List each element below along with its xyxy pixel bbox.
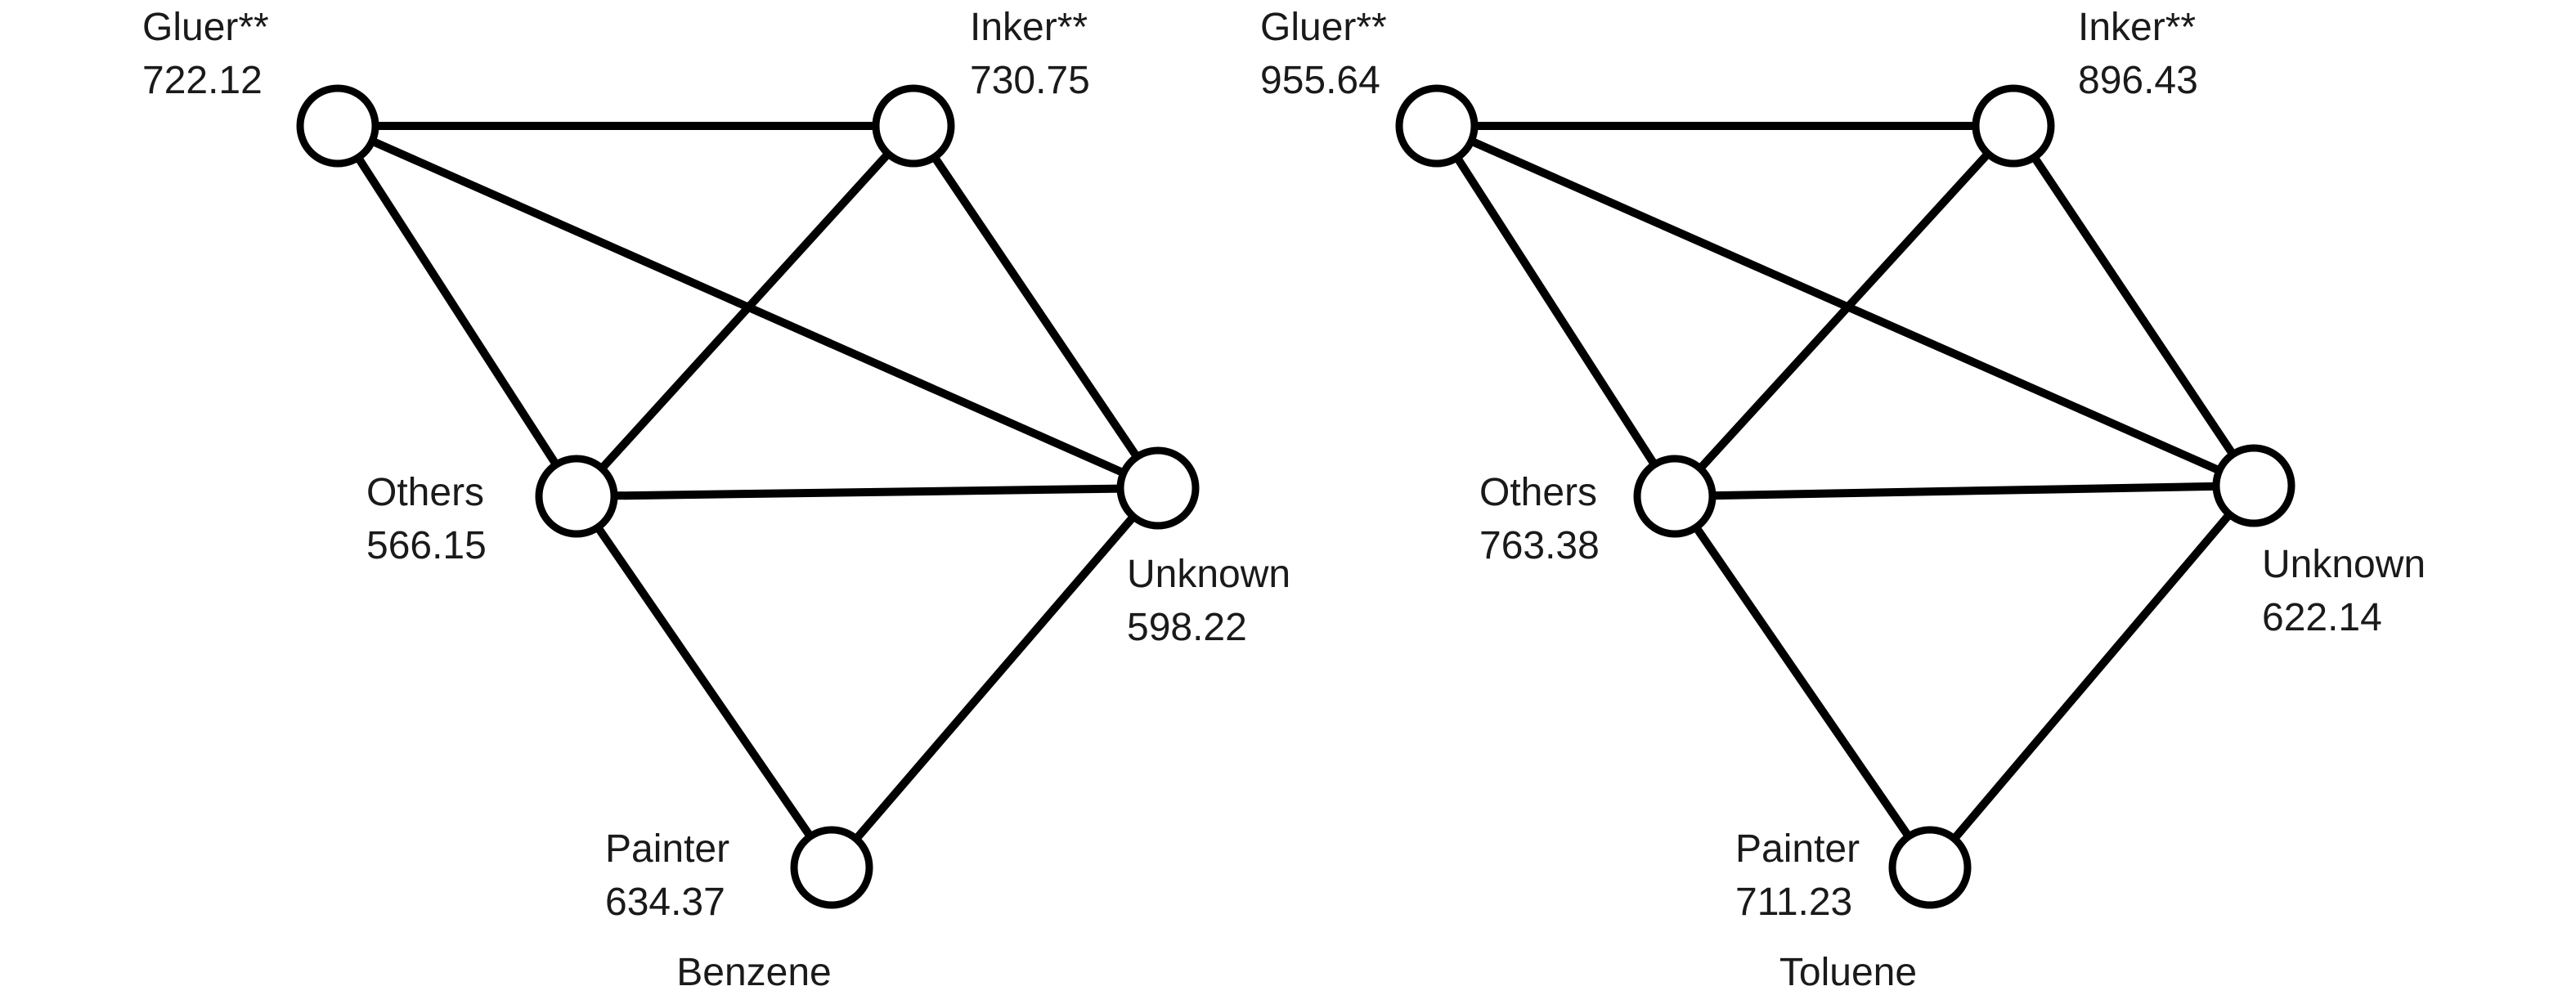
node-others xyxy=(1633,455,1717,538)
benzene-edges xyxy=(334,122,1162,871)
label-others-value: 566.15 xyxy=(366,524,487,567)
node-painter xyxy=(1888,826,1972,909)
node-unknown xyxy=(2212,444,2296,527)
caption-toluene: Toluene xyxy=(1779,951,1917,994)
label-painter-name: Painter xyxy=(605,827,729,871)
label-others-value: 763.38 xyxy=(1479,524,1600,567)
caption-benzene: Benzene xyxy=(676,951,832,994)
edge-unknown-painter xyxy=(828,485,1161,871)
label-gluer-value: 955.64 xyxy=(1260,59,1380,102)
label-painter-value: 634.37 xyxy=(605,881,725,924)
node-others xyxy=(535,455,618,538)
label-inker-value: 730.75 xyxy=(970,59,1090,102)
node-painter xyxy=(790,826,873,909)
label-gluer-name: Gluer** xyxy=(142,6,269,49)
toluene-labels: Gluer** 955.64 Inker** 896.43 Others 763… xyxy=(1260,6,2426,924)
label-inker-name: Inker** xyxy=(970,6,1088,49)
edge-others-painter xyxy=(572,494,836,870)
node-gluer xyxy=(296,84,379,168)
label-unknown-value: 598.22 xyxy=(1127,606,1247,649)
label-gluer-name: Gluer** xyxy=(1260,6,1387,49)
edge-inker-unknown xyxy=(909,123,1162,491)
benzene-labels: Gluer** 722.12 Inker** 730.75 Others 566… xyxy=(142,6,1290,924)
node-inker xyxy=(872,84,955,168)
edge-gluer-others xyxy=(334,123,581,499)
label-painter-name: Painter xyxy=(1735,827,1860,871)
label-others-name: Others xyxy=(366,471,484,514)
edge-unknown-painter xyxy=(1927,482,2257,871)
label-inker-value: 896.43 xyxy=(2078,59,2198,102)
toluene-nodes xyxy=(1395,84,2296,909)
label-unknown-name: Unknown xyxy=(2262,543,2426,586)
toluene-edges xyxy=(1433,122,2258,871)
diagram-benzene: Gluer** 722.12 Inker** 730.75 Others 566… xyxy=(142,6,1290,994)
node-unknown xyxy=(1116,446,1200,530)
edge-others-unknown xyxy=(576,484,1159,500)
diagram-toluene: Gluer** 955.64 Inker** 896.43 Others 763… xyxy=(1260,6,2426,994)
label-others-name: Others xyxy=(1479,471,1597,514)
label-unknown-value: 622.14 xyxy=(2262,596,2382,639)
edge-others-unknown xyxy=(1674,482,2255,500)
label-unknown-name: Unknown xyxy=(1127,553,1290,596)
label-gluer-value: 722.12 xyxy=(142,59,263,102)
label-inker-name: Inker** xyxy=(2078,6,2196,49)
node-gluer xyxy=(1395,84,1479,168)
edge-inker-unknown xyxy=(2009,123,2258,488)
edge-inker-others xyxy=(573,123,917,500)
node-inker xyxy=(1972,84,2055,168)
benzene-nodes xyxy=(296,84,1200,909)
label-painter-value: 711.23 xyxy=(1735,881,1852,924)
edge-inker-others xyxy=(1672,123,2017,500)
edge-gluer-others xyxy=(1433,123,1679,499)
edge-others-painter xyxy=(1671,494,1934,870)
